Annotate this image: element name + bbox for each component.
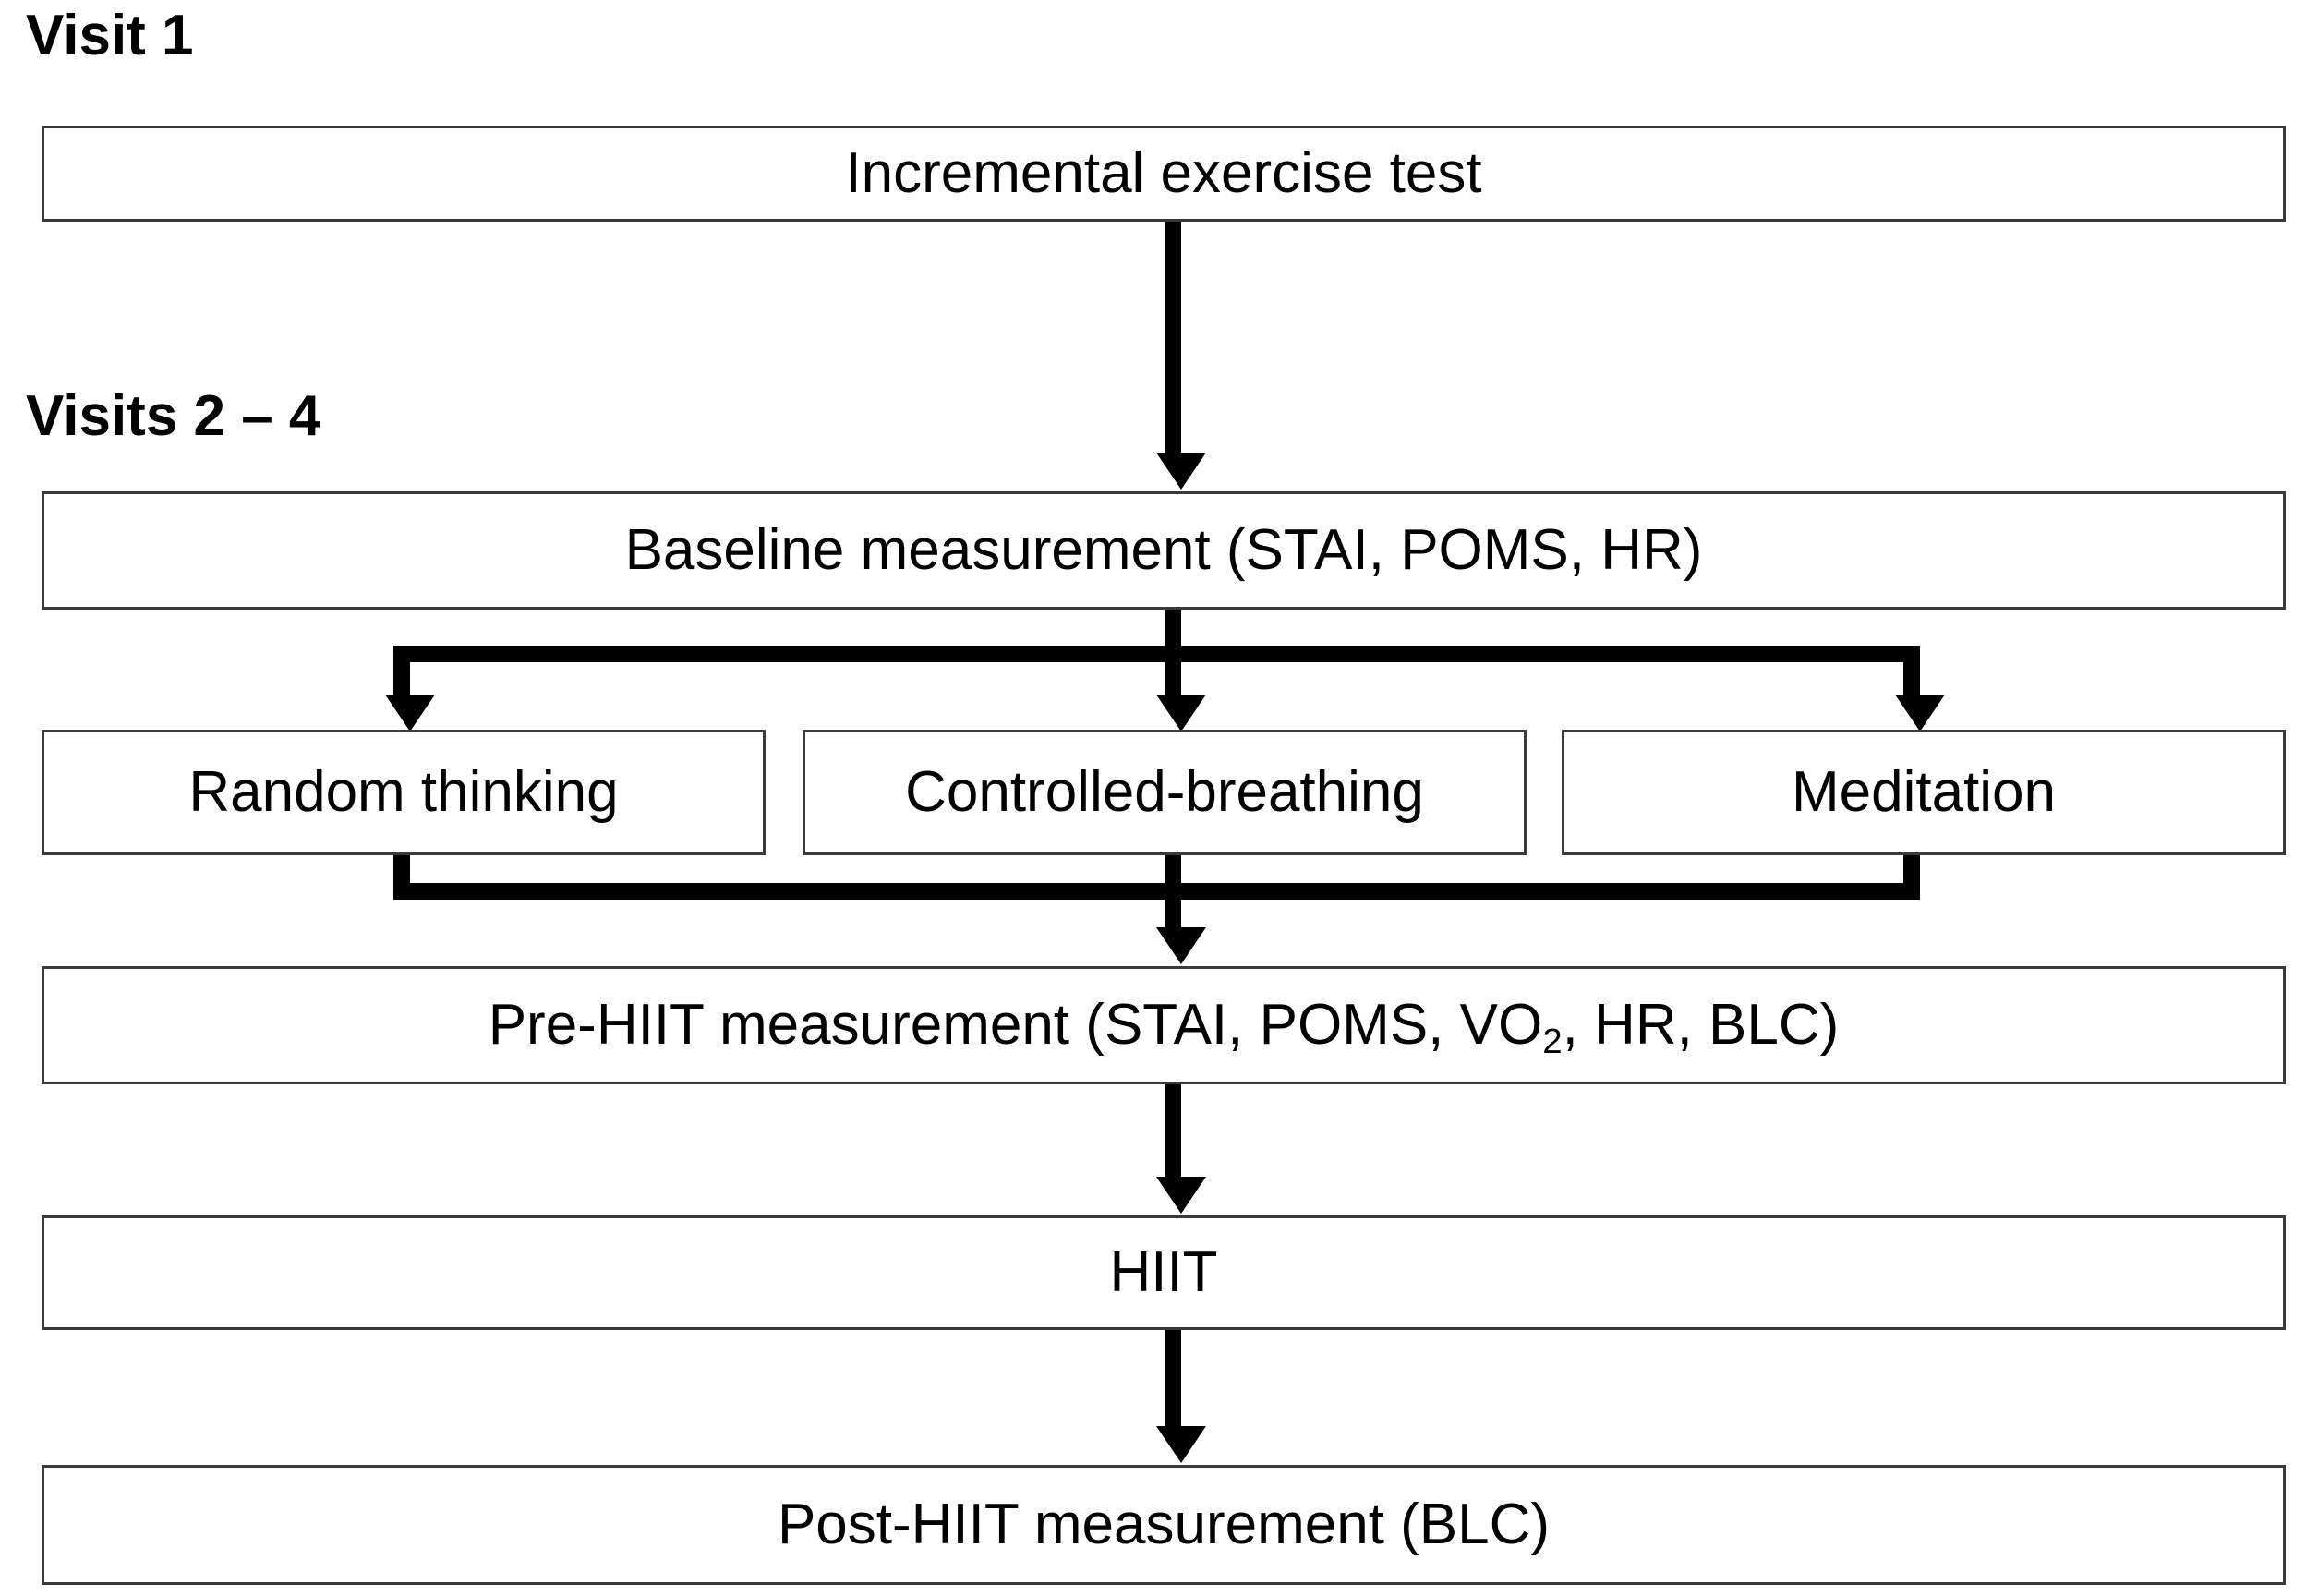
arrowhead-to-pre-hiit [1156,927,1206,964]
node-label-prefix: Pre-HIIT measurement (STAI, POMS, VO [488,993,1543,1058]
node-label: Random thinking [188,760,619,825]
node-label: Baseline measurement (STAI, POMS, HR) [624,518,1703,583]
node-label-suffix: , HR, BLC) [1562,993,1840,1058]
arrowhead-to-random-thinking [385,695,435,732]
connector-branch-left [393,646,410,701]
node-post-hiit-measurement: Post-HIIT measurement (BLC) [42,1465,2286,1585]
node-label: Meditation [1791,760,2057,825]
node-controlled-breathing: Controlled-breathing [803,730,1527,855]
node-baseline-measurement: Baseline measurement (STAI, POMS, HR) [42,491,2286,610]
node-label: Incremental exercise test [845,141,1482,206]
node-meditation: Meditation [1562,730,2286,855]
node-incremental-exercise-test: Incremental exercise test [42,126,2286,222]
arrowhead-to-baseline [1156,453,1206,490]
node-label-subscript: 2 [1542,1021,1563,1061]
connector-baseline-stem [1165,610,1181,656]
node-pre-hiit-measurement: Pre-HIIT measurement (STAI, POMS, VO2, H… [42,966,2286,1084]
node-hiit: HIIT [42,1215,2286,1330]
connector-branch-right [1903,646,1920,701]
section-header-visits-2-4: Visits 2 – 4 [26,384,321,448]
arrowhead-to-meditation [1895,695,1945,732]
arrowhead-to-post-hiit [1156,1426,1206,1463]
node-label: Controlled-breathing [905,760,1424,825]
arrowhead-to-hiit [1156,1177,1206,1214]
connector-merge-stem [1165,883,1181,929]
node-label: HIIT [1109,1240,1218,1305]
connector-merge-bar [393,883,1920,900]
connector-pre-hiit-to-hiit [1165,1084,1181,1177]
node-label: Pre-HIIT measurement (STAI, POMS, VO2, H… [488,993,1840,1059]
connector-branch-middle [1165,646,1181,701]
connector-hiit-to-post-hiit [1165,1330,1181,1426]
connector-branch-bar [402,646,1920,662]
section-header-visit-1: Visit 1 [26,4,194,67]
node-label: Post-HIIT measurement (BLC) [777,1493,1551,1557]
connector-incremental-to-baseline [1165,222,1181,454]
arrowhead-to-controlled-breathing [1156,695,1206,732]
node-random-thinking: Random thinking [42,730,766,855]
